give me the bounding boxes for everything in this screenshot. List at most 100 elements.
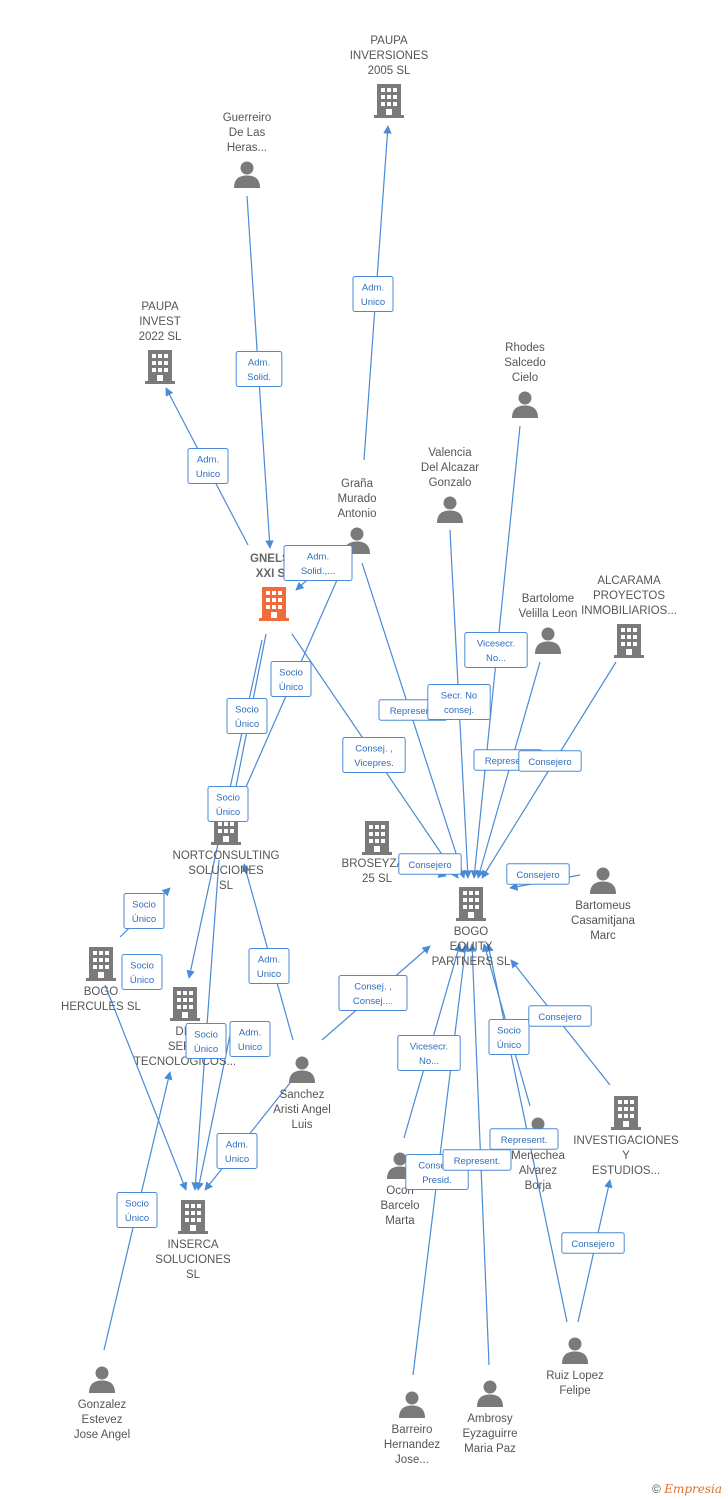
node-label: Velilla Leon <box>519 608 578 620</box>
edge-label-investigaciones-to-bogoequity[interactable]: Consejero <box>528 1005 592 1027</box>
node-label: De Las <box>229 127 266 139</box>
node-label: NORTCONSULTING <box>173 850 280 862</box>
person-icon <box>535 627 561 654</box>
node-investigaciones[interactable]: INVESTIGACIONESYESTUDIOS... <box>573 1096 679 1177</box>
edge-label-text: Socio <box>235 705 259 716</box>
edge-label-text: Consejero <box>516 870 559 881</box>
node-label: ALCARAMA <box>597 575 661 587</box>
edge-label-alcarama-to-bogoequity[interactable]: Consejero <box>518 750 582 772</box>
node-label: XXI SL <box>256 568 292 580</box>
edge-label-text: Unico <box>225 1154 249 1165</box>
edge-label-text: Consejero <box>571 1239 614 1250</box>
node-label: BOGO <box>84 986 119 998</box>
node-label: Gonzalez <box>78 1399 127 1411</box>
edge-label-ambrosy-to-bogoequity[interactable]: Represent. <box>442 1149 512 1171</box>
person-icon <box>289 1056 315 1083</box>
edge-label-text: Vicesecr. <box>477 639 515 650</box>
node-label: PARTNERS SL <box>432 956 511 968</box>
edge-label-text: Adm. <box>226 1140 248 1151</box>
edge-label-sanchez-to-nortconsulting[interactable]: Adm.Unico <box>248 948 290 984</box>
edge-label-text: Socio <box>279 668 303 679</box>
node-label: Graña <box>341 478 374 490</box>
brand-logo[interactable]: Empresia <box>664 1482 722 1496</box>
building-icon <box>374 84 404 118</box>
node-label: Menechea <box>511 1150 565 1162</box>
edge-label-sanchez-to-inserca[interactable]: Adm. Unico <box>216 1133 258 1169</box>
edge-label-ocon-to-bogoequity[interactable]: Vicesecr.No... <box>397 1035 461 1071</box>
edge-label-text: Único <box>130 975 154 986</box>
building-icon <box>611 1096 641 1130</box>
edge-label-text: Adm. <box>307 552 329 563</box>
edge-label-text: Solid. <box>247 372 271 383</box>
person-icon <box>590 867 616 894</box>
building-icon <box>170 987 200 1021</box>
node-label: SL <box>186 1269 201 1281</box>
edge-label-text: Consejero <box>408 860 451 871</box>
node-label: 2005 SL <box>368 65 411 77</box>
person-icon <box>399 1391 425 1418</box>
building-icon <box>86 947 116 981</box>
edge-label-sanchez-to-bogoequity[interactable]: Consej. ,Consej.... <box>338 975 408 1011</box>
edge-label-gnelsa-to-paupa2022[interactable]: Adm.Unico <box>187 448 229 484</box>
edge-label-guerreiro-to-gnelsa[interactable]: Adm.Solid. <box>235 351 283 387</box>
edge-label-dis-to-inserca[interactable]: Adm. Unico <box>229 1021 271 1057</box>
node-label: Heras... <box>227 142 267 154</box>
edge-label-ruiz-to-bogoequity[interactable]: Represent. <box>489 1128 559 1150</box>
node-label: Valencia <box>428 447 472 459</box>
node-label: Murado <box>338 493 377 505</box>
edge-label-text: Único <box>125 1213 149 1224</box>
edge-label-rhodes-to-bogoequity[interactable]: Vicesecr.No... <box>464 632 528 668</box>
node-label: SOLUCIONES <box>188 865 264 877</box>
edge-label-gnelsa-to-bogoequity[interactable]: Consej. ,Vicepres. <box>342 737 406 773</box>
person-icon <box>234 161 260 188</box>
node-label: Del Alcazar <box>421 462 479 474</box>
edge-label-text: Unico <box>238 1042 262 1053</box>
edge-label-text: Presid. <box>422 1175 452 1186</box>
node-label: Maria Paz <box>464 1443 516 1455</box>
edge-label-text: Adm. <box>239 1028 261 1039</box>
edge-label-grana-to-gnelsa[interactable]: Adm.Solid.,... <box>283 545 353 581</box>
node-label: Jose Angel <box>74 1429 130 1441</box>
node-nortconsulting[interactable]: NORTCONSULTING SOLUCIONES SL <box>173 811 280 892</box>
node-barreiro[interactable]: BarreiroHernandezJose... <box>384 1391 441 1467</box>
edge-label-text: Único <box>279 682 303 693</box>
node-label: PROYECTOS <box>593 590 665 602</box>
edge-label-broseyzac-to-bogoequity[interactable]: Consejero <box>398 853 462 875</box>
edge-label-ruiz-to-investigaciones[interactable]: Consejero <box>561 1232 625 1254</box>
edge-label-text: Consejero <box>538 1012 581 1023</box>
edge-label-text: Consejero <box>528 757 571 768</box>
edge-label-bartomeus-to-bogoequity[interactable]: Consejero <box>506 863 570 885</box>
node-label: PAUPA <box>141 301 179 313</box>
edge-label-grana-to-paupa2005[interactable]: Adm.Unico <box>352 276 394 312</box>
node-alcarama[interactable]: ALCARAMAPROYECTOSINMOBILIARIOS... <box>581 575 677 658</box>
node-label: Jose... <box>395 1454 429 1466</box>
node-label: SL <box>219 880 234 892</box>
edge-label-text: Unico <box>196 469 220 480</box>
